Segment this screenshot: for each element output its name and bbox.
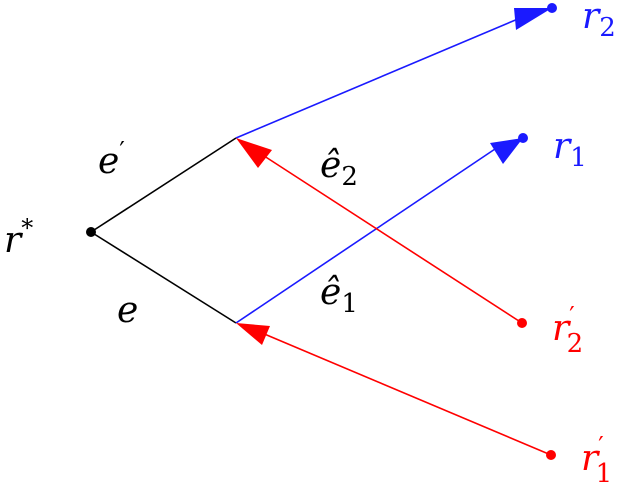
label-r1: r1 [553,126,587,173]
node-r1 [518,133,528,143]
arrowhead-lower-junction [236,323,270,345]
arrowhead-r1 [490,138,523,164]
node-r1-prime [546,450,556,460]
label-e-hat-1: ê1 [320,272,358,319]
node-r-star [86,227,96,237]
arrowhead-r2 [514,8,552,30]
edge-from-r1-prime [261,332,552,456]
node-r2 [547,3,557,13]
edge-to-r2 [235,15,526,139]
label-e-prime: e′ [98,137,125,182]
node-r2-prime [517,318,527,328]
edge-e [90,231,237,324]
label-r1-prime: r′1 [581,432,612,485]
label-e-hat-2: ê2 [320,145,358,192]
edge-from-r2-prime [257,151,523,324]
edge-to-r1 [235,146,499,324]
edge-e-prime [90,137,237,233]
label-r-star: r* [4,214,33,261]
arrowhead-upper-junction [236,138,272,168]
label-r2: r2 [582,0,616,43]
label-e: e [117,290,138,331]
label-r2-prime: r′2 [552,302,583,359]
